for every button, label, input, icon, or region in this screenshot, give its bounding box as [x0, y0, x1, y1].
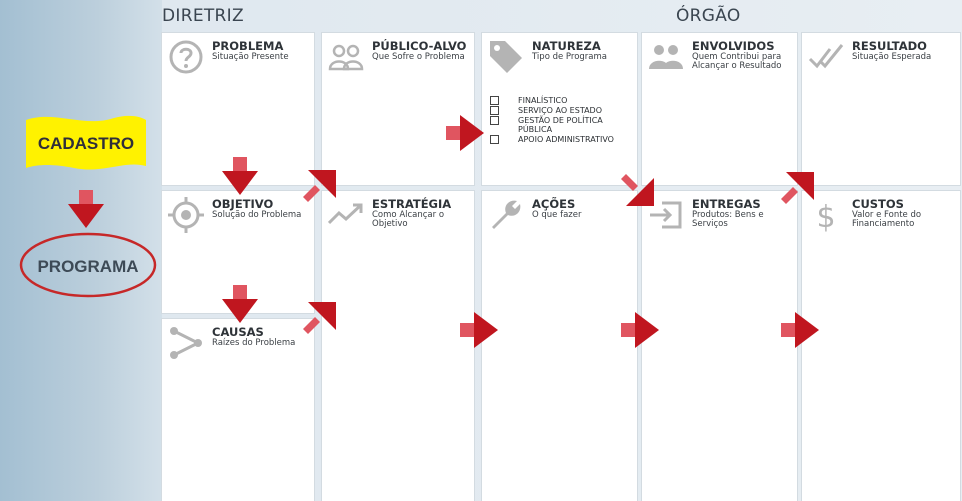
- trend-icon: [328, 197, 364, 233]
- card-envolvidos[interactable]: ENVOLVIDOS Quem Contribui para Alcançar …: [642, 33, 797, 185]
- section-label-diretriz: DIRETRIZ: [162, 6, 244, 26]
- card-entregas[interactable]: ENTREGAS Produtos: Bens e Serviços: [642, 191, 797, 501]
- card-subtitle: Como Alcançar o Objetivo: [372, 210, 445, 229]
- card-subtitle: O que fazer: [532, 210, 582, 220]
- flow-arrow-right: [460, 312, 500, 348]
- card-acoes[interactable]: AÇÕES O que fazer: [482, 191, 637, 501]
- programa-node[interactable]: PROGRAMA: [18, 231, 158, 299]
- dollar-icon: $: [808, 197, 844, 233]
- card-subtitle: Valor e Fonte do Financiamento: [852, 210, 922, 229]
- option-servico-ao-estado[interactable]: SERVIÇO AO ESTADO: [490, 106, 628, 115]
- card-title: ENVOLVIDOS: [692, 39, 775, 53]
- flow-arrow-right: [781, 312, 821, 348]
- card-title: OBJETIVO: [212, 197, 274, 211]
- checkbox[interactable]: [490, 116, 499, 125]
- group-icon: [648, 39, 684, 75]
- card-title: NATUREZA: [532, 39, 601, 53]
- card-title: CUSTOS: [852, 197, 904, 211]
- flow-arrow-diagonal: [620, 172, 656, 208]
- card-title: PÚBLICO-ALVO: [372, 39, 467, 53]
- flow-arrow-down: [222, 157, 258, 197]
- delivery-icon: [648, 197, 684, 233]
- flow-arrow-diagonal: [302, 168, 338, 204]
- programa-label: PROGRAMA: [37, 257, 139, 276]
- card-title: ENTREGAS: [692, 197, 761, 211]
- svg-text:$: $: [816, 200, 835, 233]
- flow-arrow-right: [621, 312, 661, 348]
- card-resultado[interactable]: RESULTADO Situação Esperada: [802, 33, 960, 185]
- natureza-options: FINALÍSTICO SERVIÇO AO ESTADO GESTÃO DE …: [490, 96, 628, 145]
- card-subtitle: Tipo de Programa: [532, 52, 607, 62]
- option-label: FINALÍSTICO: [518, 96, 568, 105]
- option-label: APOIO ADMINISTRATIVO: [518, 135, 614, 144]
- sidebar-down-arrow: [68, 190, 104, 230]
- card-estrategia[interactable]: ESTRATÉGIA Como Alcançar o Objetivo: [322, 191, 474, 501]
- flow-arrow-diagonal: [302, 300, 338, 336]
- question-icon: [168, 39, 204, 75]
- flow-arrow-diagonal: [780, 170, 816, 206]
- tag-icon: [488, 39, 524, 75]
- double-check-icon: [808, 39, 844, 75]
- option-label: SERVIÇO AO ESTADO: [518, 106, 603, 115]
- flow-arrow-down: [222, 285, 258, 325]
- checkbox[interactable]: [490, 106, 499, 115]
- checkbox[interactable]: [490, 135, 499, 144]
- card-publico-alvo[interactable]: PÚBLICO-ALVO Que Sofre o Problema: [322, 33, 474, 185]
- target-icon: [168, 197, 204, 233]
- wrench-icon: [488, 197, 524, 233]
- card-title: AÇÕES: [532, 197, 576, 211]
- card-causas[interactable]: CAUSAS Raízes do Problema: [162, 319, 314, 501]
- card-subtitle: Que Sofre o Problema: [372, 52, 465, 62]
- card-title: CAUSAS: [212, 325, 264, 339]
- card-subtitle: Produtos: Bens e Serviços: [692, 210, 764, 229]
- card-objetivo[interactable]: OBJETIVO Solução do Problema: [162, 191, 314, 313]
- card-title: PROBLEMA: [212, 39, 284, 53]
- branch-icon: [168, 325, 204, 361]
- option-gestao-politica-publica[interactable]: GESTÃO DE POLÍTICA PÚBLICA: [490, 116, 628, 134]
- card-subtitle: Raízes do Problema: [212, 338, 296, 348]
- cadastro-flag[interactable]: CADASTRO: [24, 112, 148, 174]
- option-apoio-administrativo[interactable]: APOIO ADMINISTRATIVO: [490, 135, 628, 144]
- cadastro-label: CADASTRO: [37, 134, 135, 153]
- flow-arrow-right: [446, 115, 486, 151]
- card-title: ESTRATÉGIA: [372, 197, 452, 211]
- card-subtitle: Quem Contribui para Alcançar o Resultado: [692, 52, 782, 71]
- card-custos[interactable]: $ CUSTOS Valor e Fonte do Financiamento: [802, 191, 960, 501]
- option-finalistico[interactable]: FINALÍSTICO: [490, 96, 628, 105]
- section-label-orgao: ÓRGÃO: [676, 6, 741, 26]
- card-title: RESULTADO: [852, 39, 927, 53]
- checkbox[interactable]: [490, 96, 499, 105]
- card-subtitle: Situação Esperada: [852, 52, 932, 62]
- card-subtitle: Situação Presente: [212, 52, 289, 62]
- people-icon: [328, 39, 364, 75]
- option-label: GESTÃO DE POLÍTICA PÚBLICA: [518, 116, 603, 134]
- card-subtitle: Solução do Problema: [212, 210, 302, 220]
- card-natureza[interactable]: NATUREZA Tipo de Programa FINALÍSTICO SE…: [482, 33, 637, 185]
